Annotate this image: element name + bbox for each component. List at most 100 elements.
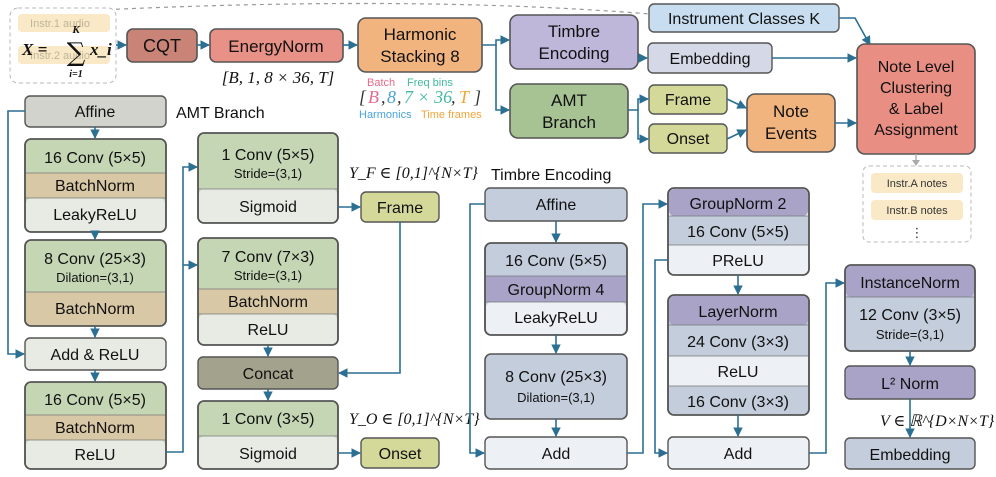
- amt-stride-label: Stride=(3,1): [234, 166, 302, 181]
- energynorm-label: EnergyNorm: [228, 37, 323, 56]
- amt-batchnorm4-label: BatchNorm: [228, 294, 308, 311]
- amt-conv7-label: 7 Conv (7×3): [222, 249, 315, 266]
- yo-formula: Y_O ∈ [0,1]^{N×T}: [349, 411, 480, 428]
- amt-frame-head: 1 Conv (5×5) Stride=(3,1) Sigmoid: [197, 132, 339, 224]
- formula-sum-lower: i=1: [69, 69, 82, 80]
- note-events-block: Note Events: [746, 93, 836, 153]
- v-formula: V ∈ ℝ^{D×N×T}: [880, 413, 995, 430]
- cqt-label: CQT: [143, 36, 181, 56]
- timbre-block-2: GroupNorm 2 16 Conv (5×5) PReLU: [667, 187, 810, 276]
- arrow-onset-note: [726, 129, 747, 140]
- timbre-add2-label: Add: [724, 446, 752, 463]
- arrow-amt-onset: [637, 110, 649, 144]
- amt-onset-head: 1 Conv (3×5) Sigmoid: [197, 400, 339, 470]
- note-events-label-2: Events: [765, 124, 817, 143]
- shape-8: 8: [387, 87, 396, 107]
- amt-stride2-label: Stride=(3,1): [234, 268, 302, 283]
- timbre-prelu-label: PReLU: [712, 253, 764, 270]
- amt-block-2: 8 Conv (25×3) Dilation=(3,1) BatchNorm: [24, 239, 167, 327]
- amt-label-2: Branch: [542, 113, 596, 132]
- shape-comma-1: ,: [381, 87, 386, 107]
- amt-relu2-label: ReLU: [248, 322, 289, 339]
- dashed-link: [59, 2, 651, 15]
- timbre-affine-block: Affine: [484, 187, 628, 222]
- amt-concat-block: Concat: [197, 356, 339, 390]
- arrow-block3-conv1: [166, 162, 198, 453]
- amt-dilation-label: Dilation=(3,1): [56, 270, 134, 285]
- amt-conv8-label: 8 Conv (25×3): [44, 251, 146, 268]
- note-events-label-1: Note: [773, 102, 809, 121]
- timbre-layernorm-label: LayerNorm: [698, 304, 777, 321]
- arrow-harmonic-amt: [495, 45, 510, 115]
- amt-branch-title: AMT Branch: [176, 105, 265, 122]
- amt-conv16-label: 16 Conv (5×5): [44, 150, 146, 167]
- amt-batchnorm3-label: BatchNorm: [55, 420, 135, 437]
- amt-conv16b-label: 16 Conv (5×5): [44, 392, 146, 409]
- instr2-audio-label: Instr.2 audio: [30, 50, 90, 62]
- amt-add-relu-block: Add & ReLU: [24, 337, 167, 371]
- timbre-block-4: InstanceNorm 12 Conv (3×5) Stride=(3,1): [844, 264, 976, 352]
- timbre-affine-label: Affine: [536, 197, 577, 214]
- bracket-close: ]: [473, 87, 481, 107]
- timbre-l2-block: L² Norm: [844, 365, 976, 400]
- timbre-conv16c-label: 16 Conv (3×3): [687, 394, 789, 411]
- shape-b: B: [368, 87, 379, 107]
- amt-add-relu-label: Add & ReLU: [51, 347, 140, 364]
- instr-a-notes: Instr.A notes: [887, 178, 948, 190]
- timbre-groupnorm4-label: GroupNorm 4: [508, 282, 605, 299]
- input-mixture-box: Instr.1 audio Instr.2 audio X = K ∑ i=1 …: [9, 7, 117, 84]
- shape-freq: 7 × 36: [404, 87, 452, 107]
- amt-batchnorm-label: BatchNorm: [55, 178, 135, 195]
- amt-concat-label: Concat: [243, 366, 294, 383]
- arrow-frame-concat: [338, 222, 401, 378]
- timbre-conv12-label: 12 Conv (3×5): [859, 307, 961, 324]
- frame-top-block: Frame: [648, 84, 728, 115]
- amt-sigmoid2-label: Sigmoid: [239, 446, 297, 463]
- amt-leakyrelu-label: LeakyReLU: [53, 207, 137, 224]
- clustering-label-2: Clustering: [880, 80, 952, 97]
- timbre-label-2: Encoding: [539, 44, 610, 63]
- timbre-skip-1: [469, 203, 485, 458]
- timbre-block-3: LayerNorm 24 Conv (3×3) ReLU 16 Conv (3×…: [667, 294, 810, 416]
- timbre-conv24-label: 24 Conv (3×3): [687, 334, 789, 351]
- instrument-classes-label: Instrument Classes K: [668, 11, 820, 28]
- sum-symbol: ∑: [67, 38, 86, 68]
- formula-term: x_i: [89, 40, 112, 59]
- clustering-label-3: & Label: [889, 101, 943, 118]
- bracket-open: [: [359, 87, 367, 107]
- amt-conv1b-label: 1 Conv (3×5): [222, 411, 315, 428]
- timbre-conv8-label: 8 Conv (25×3): [505, 369, 607, 386]
- harmonic-label-1: Harmonic: [384, 25, 457, 44]
- amt-frame-block: Frame: [360, 191, 440, 223]
- arrow-add2-instancenorm: [809, 278, 845, 454]
- harmonics-annot: Harmonics: [359, 109, 412, 121]
- shape-t: T: [459, 87, 471, 107]
- cqt-block: CQT: [126, 28, 198, 63]
- timbre-stride-label: Stride=(3,1): [876, 327, 944, 342]
- timbre-encoding-title: Timbre Encoding: [491, 167, 611, 184]
- amt-block-3: 16 Conv (5×5) BatchNorm ReLU: [24, 381, 167, 470]
- amt-skip-connection: [7, 110, 25, 359]
- amt-label-1: AMT: [551, 91, 587, 110]
- timbre-leakyrelu-label: LeakyReLU: [514, 310, 598, 327]
- timbre-conv8-block: 8 Conv (25×3) Dilation=(3,1): [484, 353, 628, 420]
- arrow-add-groupnorm2: [627, 199, 668, 454]
- amt-conv7-block: 7 Conv (7×3) Stride=(3,1) BatchNorm ReLU: [197, 237, 339, 346]
- amt-onset-label: Onset: [379, 446, 422, 463]
- batch-annot: Batch: [367, 77, 395, 89]
- shape-comma-3: ,: [451, 87, 456, 107]
- timbre-relu-label: ReLU: [718, 364, 759, 381]
- embedding-top-block: Embedding: [647, 42, 773, 74]
- timbre-groupnorm2-label: GroupNorm 2: [690, 196, 787, 213]
- yf-formula: Y_F ∈ [0,1]^{N×T}: [349, 165, 478, 182]
- time-frames-annot: Time frames: [421, 109, 482, 121]
- formula-sum-upper: K: [71, 24, 80, 36]
- onset-top-block: Onset: [648, 123, 728, 154]
- instr1-audio-label: Instr.1 audio: [30, 18, 90, 30]
- harmonic-stacking-block: Harmonic Stacking 8: [357, 17, 483, 73]
- formula-lhs: X =: [21, 40, 47, 59]
- energynorm-shape: [B, 1, 8 × 36, T]: [222, 68, 335, 87]
- amt-block-1: 16 Conv (5×5) BatchNorm LeakyReLU: [24, 138, 167, 233]
- onset-top-label: Onset: [667, 131, 710, 148]
